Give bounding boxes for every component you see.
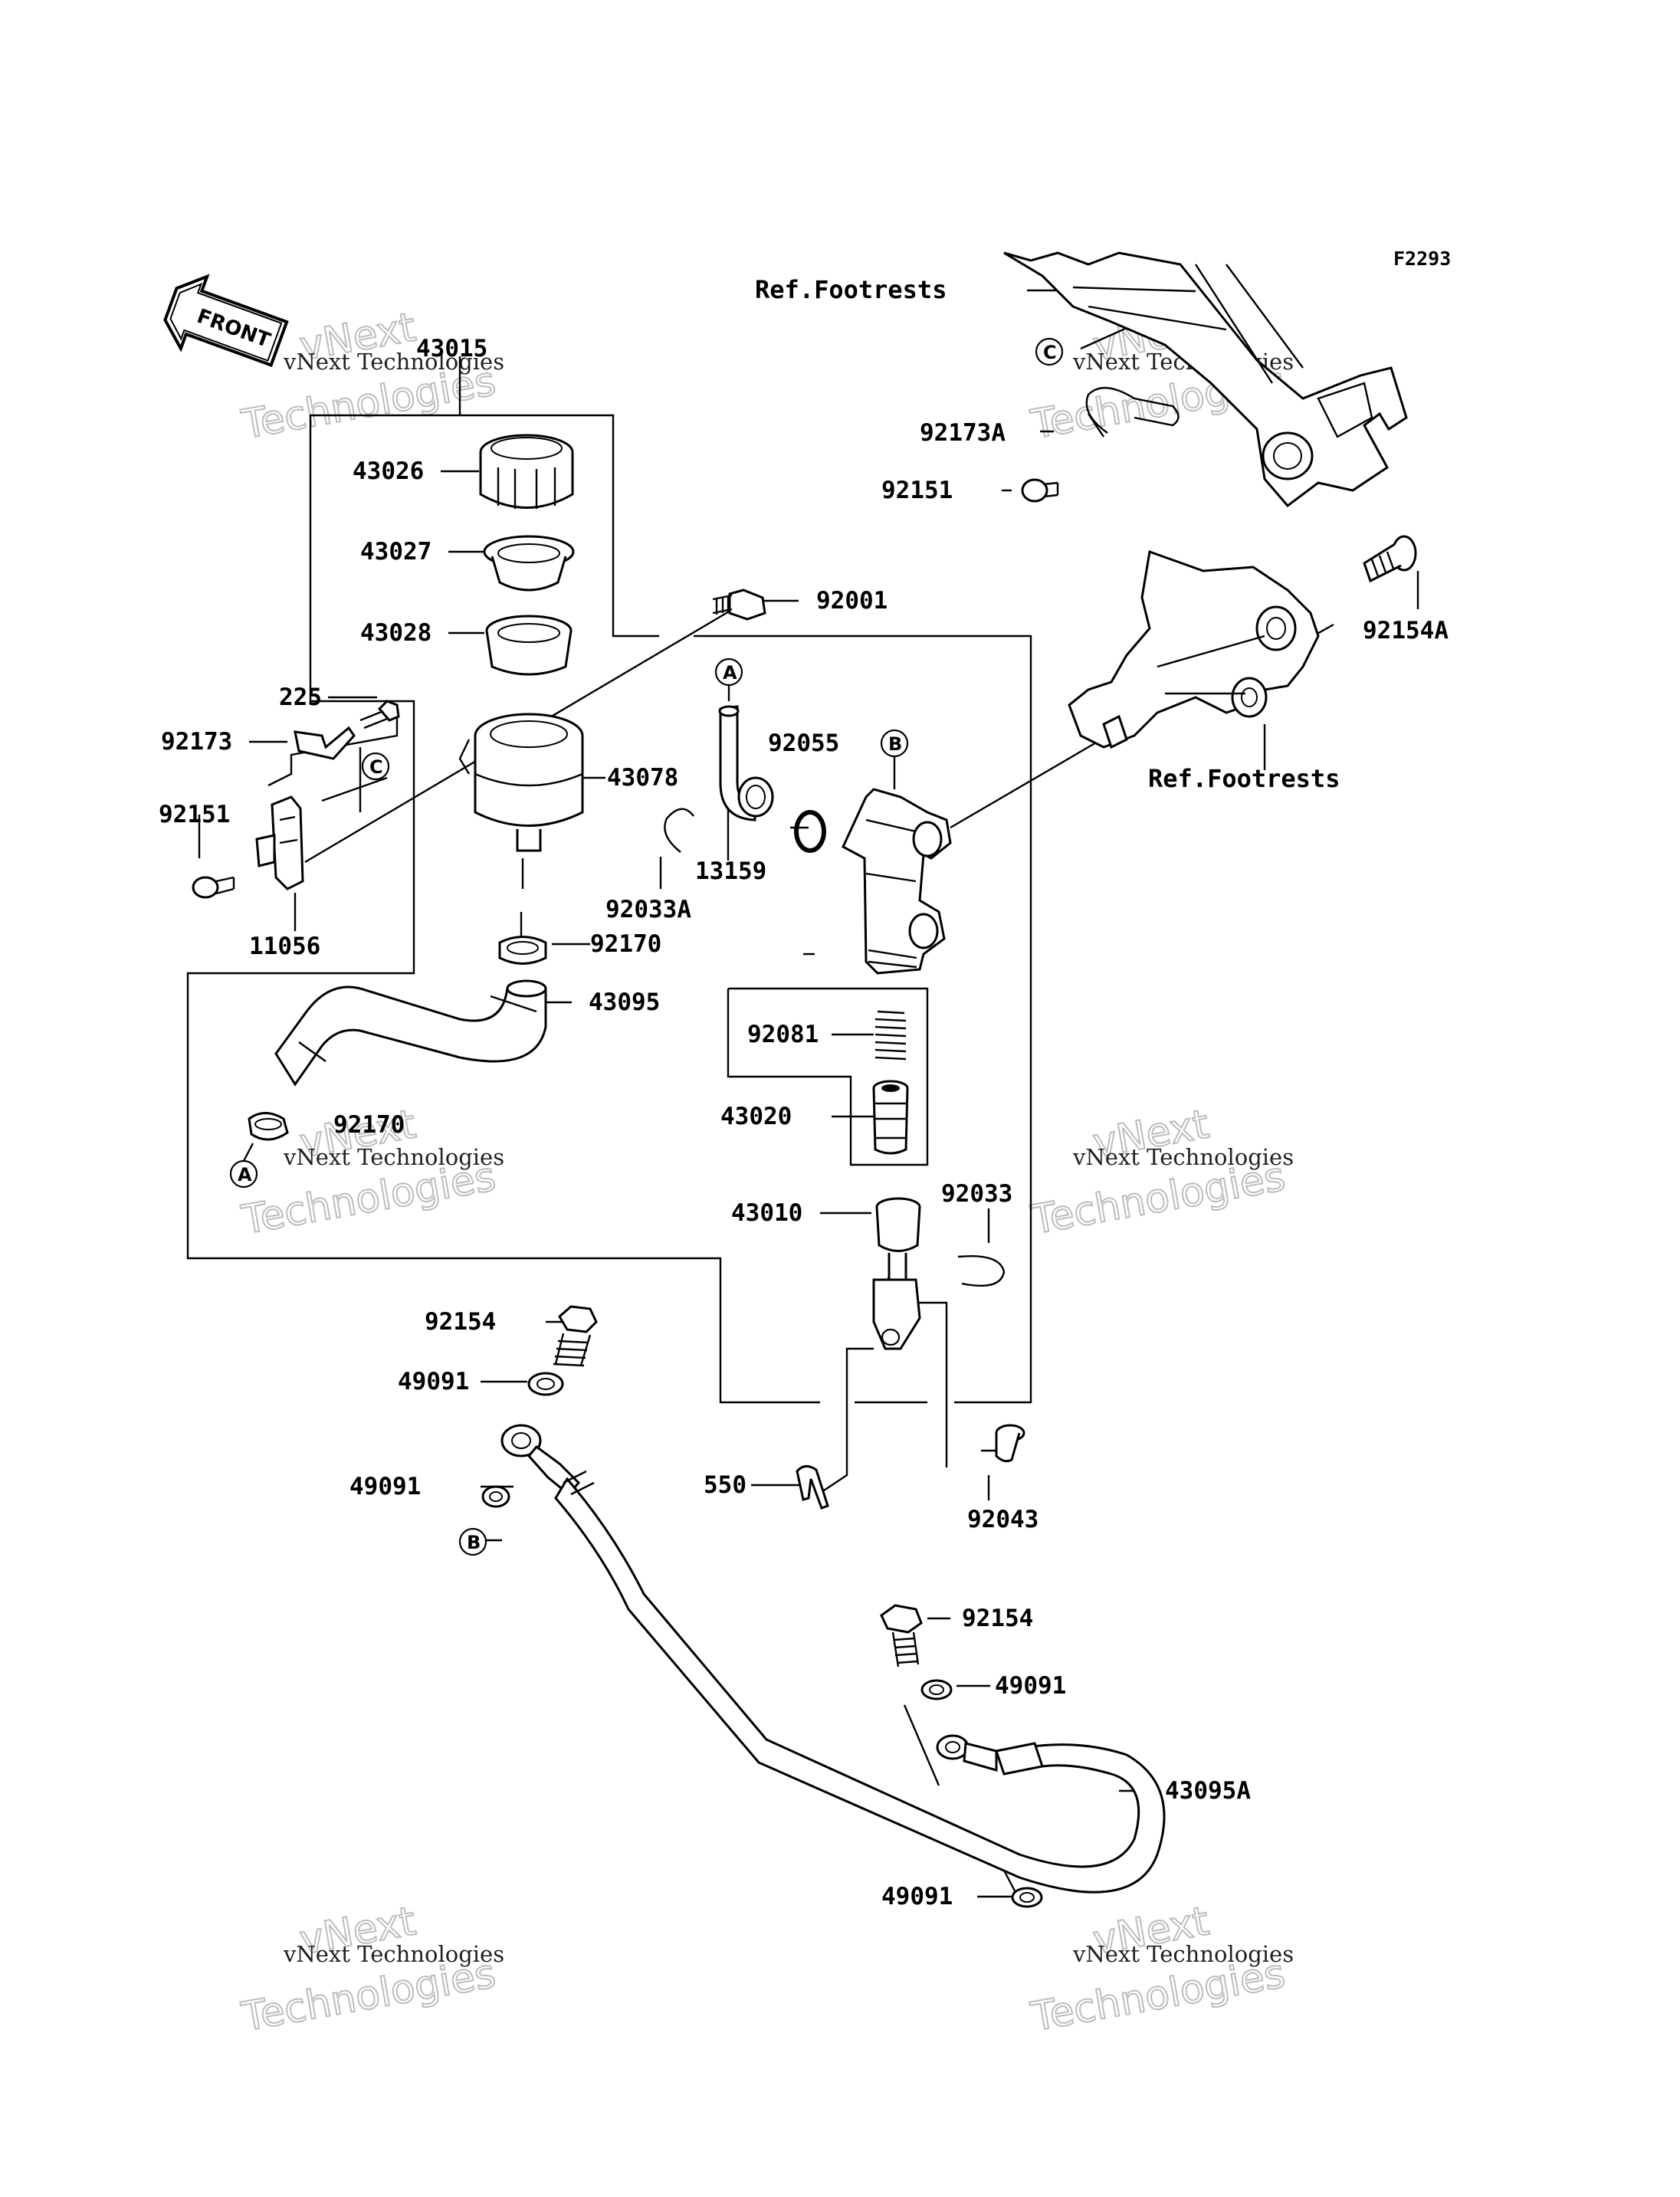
part-label-43095A: 43095A (1165, 1777, 1251, 1805)
part-label-49091-b: 49091 (349, 1473, 421, 1500)
part-label-43028: 43028 (360, 619, 431, 647)
piston-box (727, 987, 929, 1166)
clamp-92170-lower-glyph (248, 1112, 289, 1141)
callout-B-bottom-label: B (467, 1532, 481, 1553)
clamp-92170-upper-glyph (498, 936, 547, 965)
bolt-92154A-glyph (1363, 535, 1417, 583)
group-boundary-lines (186, 356, 1032, 1404)
fitting-13159-glyph (718, 705, 774, 821)
figure-code: F2293 (1393, 248, 1451, 270)
washer-49091-d-glyph (1011, 1887, 1043, 1908)
watermark-bottom-right: Technologies vNext vNext Technologies (1027, 1897, 1294, 2041)
callout-B-bottom: B (458, 1527, 487, 1556)
washer-49091-b-glyph (481, 1485, 510, 1508)
washer-49091-c-glyph (920, 1679, 953, 1700)
footrest-bracket-top-glyph (1003, 251, 1408, 508)
callout-A-bottom: A (229, 1143, 258, 1189)
watermark-text: vNext Technologies (283, 1144, 504, 1170)
pin-92043-glyph (995, 1424, 1025, 1463)
watermark-text: vNext Technologies (1072, 1941, 1294, 1967)
part-label-92170-lower: 92170 (333, 1111, 405, 1139)
callout-A-top: A (714, 657, 743, 701)
callout-B-top: B (880, 729, 909, 789)
hose-43095-glyph (274, 979, 547, 1087)
bolt-92151-left-glyph (192, 876, 235, 899)
part-label-92154-upper: 92154 (425, 1308, 496, 1336)
part-label-43020: 43020 (720, 1103, 792, 1130)
reservoir-cap-glyph (479, 434, 574, 509)
diaphragm-glyph (485, 615, 573, 676)
bracket-11056-glyph (255, 795, 304, 890)
part-label-92033A: 92033A (605, 896, 691, 923)
part-label-92173: 92173 (161, 728, 232, 756)
clip-92173A-glyph (1085, 386, 1180, 438)
part-label-43010: 43010 (731, 1199, 802, 1227)
watermark-mid-right: Technologies vNext vNext Technologies (1027, 1100, 1294, 1244)
part-label-92154-lower: 92154 (962, 1605, 1033, 1632)
part-label-43095: 43095 (589, 989, 660, 1016)
front-arrow: FRONT (163, 274, 289, 368)
watermark-text: vNext Technologies (1072, 1144, 1294, 1170)
part-label-92173A: 92173A (920, 419, 1006, 447)
part-labels: 43015 43026 43027 43028 92001 225 92173 … (159, 275, 1449, 1910)
callout-C-right: C (1035, 337, 1064, 366)
banjo-bolt-92154-lower-glyph (880, 1604, 923, 1667)
part-glyphs: A A B (192, 251, 1417, 1908)
part-label-43027: 43027 (360, 538, 431, 566)
ref-footrests-top: Ref.Footrests (755, 275, 947, 304)
part-label-92154A: 92154A (1363, 617, 1449, 644)
callout-A-bottom-label: A (238, 1164, 252, 1185)
banjo-bolt-92154-upper-glyph (553, 1305, 598, 1367)
part-label-92043: 92043 (967, 1506, 1039, 1533)
part-label-92055: 92055 (768, 730, 839, 757)
footrest-bracket-mid-glyph (1068, 549, 1320, 749)
part-label-49091-d: 49091 (881, 1883, 953, 1910)
part-label-225: 225 (279, 684, 322, 711)
piston-43020-glyph (872, 1080, 909, 1155)
part-label-49091-a: 49091 (398, 1368, 469, 1395)
ref-footrests-mid: Ref.Footrests (1148, 764, 1340, 793)
clamp-92173-glyph (294, 726, 356, 760)
part-label-49091-c: 49091 (995, 1672, 1066, 1700)
spring-92081-glyph (874, 1010, 907, 1061)
part-label-43015: 43015 (416, 335, 487, 362)
part-label-92151-right: 92151 (881, 477, 953, 504)
diaphragm-plate-glyph (483, 535, 575, 592)
watermark-text: vNext Technologies (283, 1941, 504, 1967)
washer-49091-a-glyph (527, 1372, 564, 1396)
watermark-text: vNext Technologies (283, 349, 504, 375)
bolt-92151-right-glyph (1021, 478, 1059, 503)
oring-92055-glyph (794, 810, 826, 853)
part-label-92170-upper: 92170 (590, 930, 661, 958)
part-label-43078: 43078 (607, 764, 678, 792)
leader-lines (198, 289, 1419, 1898)
part-label-92033: 92033 (941, 1180, 1012, 1208)
part-label-43026: 43026 (353, 457, 424, 485)
pushrod-43010-glyph (872, 1197, 921, 1350)
circlip-92033A-glyph (664, 808, 694, 853)
bolt-92001-glyph (712, 589, 766, 621)
callout-C-left: C (361, 752, 390, 781)
cotter-pin-550-glyph (796, 1465, 829, 1510)
master-cylinder-glyph (842, 788, 952, 975)
callout-A-top-label: A (723, 662, 737, 684)
reservoir-glyph (458, 713, 584, 852)
callout-B-top-label: B (888, 733, 902, 755)
screw-225-glyph (359, 700, 400, 730)
brake-hose-43095A-glyph (500, 1424, 1166, 1894)
watermark-bottom-left: Technologies vNext vNext Technologies (238, 1897, 504, 2041)
circlip-92033-glyph (957, 1255, 1006, 1287)
callout-C-left-label: C (369, 756, 383, 778)
part-label-550: 550 (704, 1471, 746, 1499)
part-label-11056: 11056 (249, 933, 320, 960)
part-label-92081: 92081 (747, 1021, 819, 1048)
part-label-13159: 13159 (695, 857, 766, 885)
part-label-92001: 92001 (816, 587, 888, 615)
part-label-92151-left: 92151 (159, 801, 230, 828)
callout-C-right-label: C (1043, 342, 1057, 363)
